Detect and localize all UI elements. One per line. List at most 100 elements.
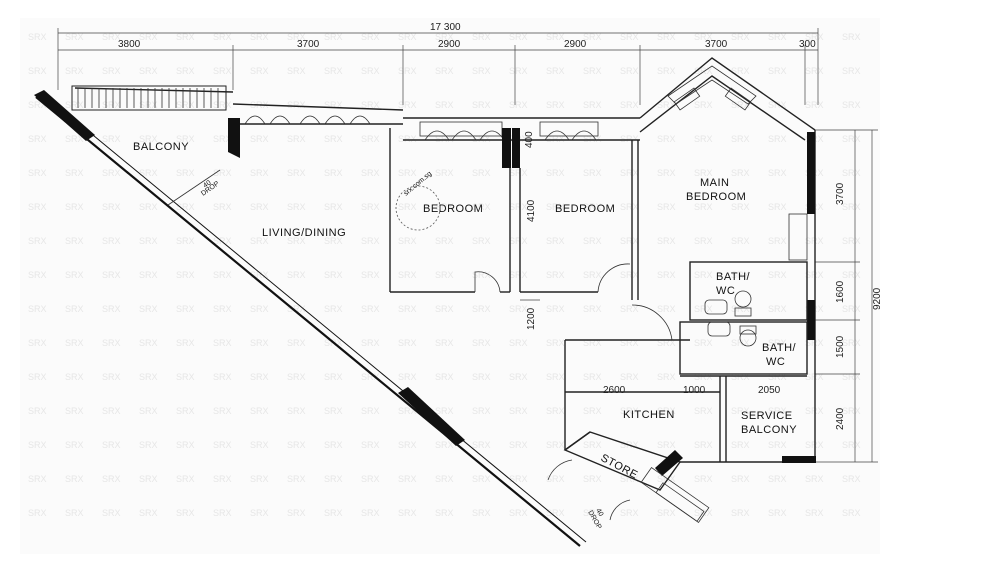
watermark-text: SRX bbox=[287, 304, 306, 314]
watermark-text: SRX bbox=[694, 168, 713, 178]
watermark-text: SRX bbox=[509, 32, 528, 42]
watermark-text: SRX bbox=[435, 236, 454, 246]
watermark-text: SRX bbox=[472, 100, 491, 110]
watermark-text: SRX bbox=[620, 202, 639, 212]
watermark-text: SRX bbox=[139, 168, 158, 178]
watermark-text: SRX bbox=[472, 406, 491, 416]
watermark-text: SRX bbox=[620, 338, 639, 348]
watermark-text: SRX bbox=[398, 236, 417, 246]
room-label-balcony: BALCONY bbox=[133, 141, 189, 153]
watermark-text: SRX bbox=[65, 270, 84, 280]
watermark-text: SRX bbox=[213, 304, 232, 314]
watermark-text: SRX bbox=[65, 100, 84, 110]
watermark-text: SRX bbox=[583, 134, 602, 144]
watermark-text: SRX bbox=[287, 440, 306, 450]
watermark-text: SRX bbox=[472, 66, 491, 76]
plan-sheet bbox=[20, 18, 880, 554]
watermark-text: SRX bbox=[509, 508, 528, 518]
watermark-text: SRX bbox=[842, 168, 861, 178]
watermark-text: SRX bbox=[546, 304, 565, 314]
watermark-text: SRX bbox=[361, 372, 380, 382]
watermark-text: SRX bbox=[546, 440, 565, 450]
watermark-text: SRX bbox=[731, 440, 750, 450]
watermark-text: SRX bbox=[768, 440, 787, 450]
watermark-text: SRX bbox=[398, 270, 417, 280]
watermark-text: SRX bbox=[768, 236, 787, 246]
watermark-text: SRX bbox=[583, 202, 602, 212]
dim-kitchen-width: 2600 bbox=[603, 385, 626, 396]
watermark-text: SRX bbox=[324, 304, 343, 314]
watermark-text: SRX bbox=[620, 508, 639, 518]
watermark-text: SRX bbox=[509, 406, 528, 416]
watermark-text: SRX bbox=[805, 66, 824, 76]
watermark-text: SRX bbox=[324, 66, 343, 76]
watermark-text: SRX bbox=[805, 372, 824, 382]
watermark-text: SRX bbox=[805, 474, 824, 484]
room-label-bath-2-b: WC bbox=[766, 356, 785, 368]
watermark-text: SRX bbox=[250, 304, 269, 314]
watermark-text: SRX bbox=[435, 440, 454, 450]
watermark-text: SRX bbox=[731, 270, 750, 280]
watermark-text: SRX bbox=[102, 236, 121, 246]
watermark-text: SRX bbox=[694, 270, 713, 280]
right-dim-ticks bbox=[815, 129, 878, 463]
watermark-text: SRX bbox=[583, 32, 602, 42]
watermark-text: SRX bbox=[768, 474, 787, 484]
watermark-text: SRX bbox=[139, 406, 158, 416]
watermark-text: SRX bbox=[102, 66, 121, 76]
watermark-text: SRX bbox=[28, 66, 47, 76]
watermark-text: SRX bbox=[546, 134, 565, 144]
dim-bedroom-depth: 4100 bbox=[526, 199, 537, 222]
watermark-text: SRX bbox=[620, 66, 639, 76]
room-label-bedroom-1: BEDROOM bbox=[423, 203, 483, 215]
watermark-text: SRX bbox=[731, 406, 750, 416]
dim-top-3: 2900 bbox=[438, 39, 461, 50]
watermark-text: SRX bbox=[139, 338, 158, 348]
watermark-text: SRX bbox=[657, 440, 676, 450]
watermark-text: SRX bbox=[731, 168, 750, 178]
watermark-text: SRX bbox=[657, 202, 676, 212]
watermark-text: SRX bbox=[65, 32, 84, 42]
watermark-text: SRX bbox=[842, 202, 861, 212]
watermark-text: SRX bbox=[657, 474, 676, 484]
watermark-text: SRX bbox=[361, 304, 380, 314]
watermark-text: SRX bbox=[102, 100, 121, 110]
watermark-text: SRX bbox=[176, 474, 195, 484]
watermark-text: SRX bbox=[731, 508, 750, 518]
watermark-text: SRX bbox=[176, 32, 195, 42]
watermark-text: SRX bbox=[176, 508, 195, 518]
watermark-text: SRX bbox=[398, 66, 417, 76]
dim-top-6: 300 bbox=[799, 39, 816, 50]
watermark-text: SRX bbox=[546, 168, 565, 178]
watermark-text: SRX bbox=[213, 474, 232, 484]
watermark-text: SRX bbox=[509, 202, 528, 212]
watermark-text: SRX bbox=[435, 474, 454, 484]
watermark-text: SRX bbox=[102, 270, 121, 280]
watermark-text: SRX bbox=[361, 406, 380, 416]
watermark-text: SRX bbox=[805, 32, 824, 42]
watermark-text: SRX bbox=[546, 100, 565, 110]
watermark-text: SRX bbox=[28, 474, 47, 484]
watermark-text: SRX bbox=[102, 32, 121, 42]
watermark-text: SRX bbox=[287, 236, 306, 246]
watermark-text: SRX bbox=[102, 338, 121, 348]
watermark-text: SRX bbox=[546, 236, 565, 246]
watermark-text: SRX bbox=[176, 338, 195, 348]
watermark-text: SRX bbox=[731, 372, 750, 382]
watermark-text: SRX bbox=[805, 440, 824, 450]
watermark-text: SRX bbox=[324, 100, 343, 110]
dim-top-4: 2900 bbox=[564, 39, 587, 50]
watermark-text: SRX bbox=[287, 338, 306, 348]
watermark-text: SRX bbox=[28, 202, 47, 212]
watermark-text: SRX bbox=[546, 270, 565, 280]
watermark-text: SRX bbox=[842, 406, 861, 416]
watermark-text: SRX bbox=[509, 372, 528, 382]
room-label-main-bedroom-2: BEDROOM bbox=[686, 191, 746, 203]
watermark-text: SRX bbox=[324, 440, 343, 450]
watermark-text: SRX bbox=[250, 236, 269, 246]
watermark-text: SRX bbox=[805, 338, 824, 348]
watermark-text: SRX bbox=[768, 270, 787, 280]
watermark-text: SRX bbox=[139, 474, 158, 484]
watermark-text: SRX bbox=[842, 236, 861, 246]
watermark-text: SRX bbox=[583, 372, 602, 382]
